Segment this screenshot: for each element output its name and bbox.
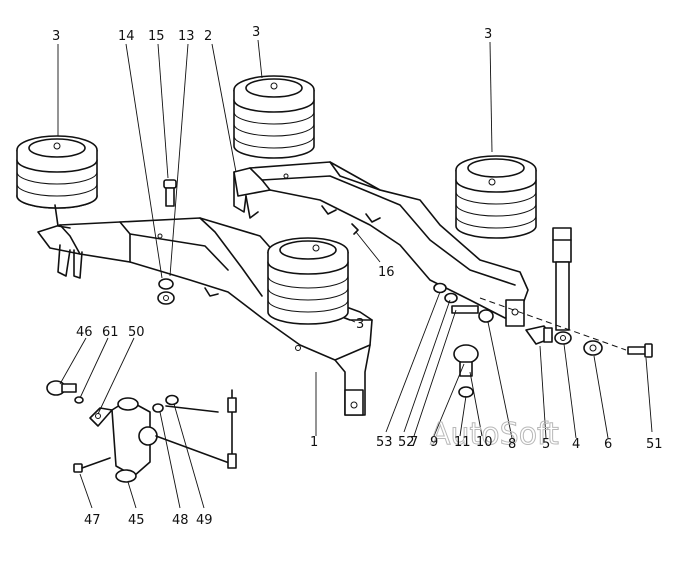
nut-11 <box>458 386 474 398</box>
callout-51: 51 <box>646 437 663 452</box>
shock-absorber <box>552 227 572 345</box>
callout-4: 4 <box>572 437 580 452</box>
screw-47 <box>73 457 111 473</box>
callout-5: 5 <box>542 437 550 452</box>
callout-3: 3 <box>484 27 492 42</box>
callout-3: 3 <box>52 29 60 44</box>
leader-lines <box>57 39 653 509</box>
air-spring-right <box>455 155 537 239</box>
callout-9: 9 <box>430 435 438 450</box>
callout-52: 52 <box>398 435 415 450</box>
subframe-left <box>37 217 373 416</box>
callout-14: 14 <box>118 29 135 44</box>
air-spring-front-left <box>16 135 98 229</box>
bolt-51 <box>627 343 653 358</box>
bolt-15 <box>163 179 177 207</box>
callout-labels: 3 14 15 13 2 3 3 16 3 46 61 50 1 53 52 7… <box>52 25 663 528</box>
callout-3: 3 <box>356 317 364 332</box>
callout-2: 2 <box>204 29 212 44</box>
washer-48-49 <box>152 394 179 413</box>
callout-13: 13 <box>178 29 195 44</box>
callout-49: 49 <box>196 513 213 528</box>
callout-47: 47 <box>84 513 101 528</box>
bushing-6 <box>583 340 603 356</box>
ring-61 <box>74 396 84 404</box>
callout-50: 50 <box>128 325 145 340</box>
callout-7: 7 <box>410 435 418 450</box>
bushing-8 <box>478 309 494 323</box>
bracket-5 <box>525 325 553 345</box>
callout-46: 46 <box>76 325 93 340</box>
washer-52 <box>444 292 458 304</box>
clip-16 <box>351 223 359 235</box>
callout-6: 6 <box>604 437 612 452</box>
leveling-valve-45 <box>111 397 158 483</box>
callout-10: 10 <box>476 435 493 450</box>
callout-61: 61 <box>102 325 119 340</box>
subframe-right <box>233 161 529 327</box>
fitting-46 <box>46 380 77 396</box>
washer-53 <box>433 282 447 294</box>
callout-3: 3 <box>252 25 260 40</box>
lever-50 <box>89 407 113 427</box>
callout-48: 48 <box>172 513 189 528</box>
air-spring-rear-left <box>233 75 315 159</box>
callout-11: 11 <box>454 435 471 450</box>
nut-washer-13-14 <box>157 278 175 305</box>
callout-45: 45 <box>128 513 145 528</box>
bolt-7 <box>451 305 479 314</box>
callout-16: 16 <box>378 265 395 280</box>
callout-15: 15 <box>148 29 165 44</box>
callout-8: 8 <box>508 437 516 452</box>
callout-53: 53 <box>376 435 393 450</box>
bump-stop-10 <box>453 344 479 377</box>
callout-1: 1 <box>310 435 318 450</box>
watermark: AutoSoft <box>430 417 559 452</box>
air-spring-center <box>267 237 349 325</box>
